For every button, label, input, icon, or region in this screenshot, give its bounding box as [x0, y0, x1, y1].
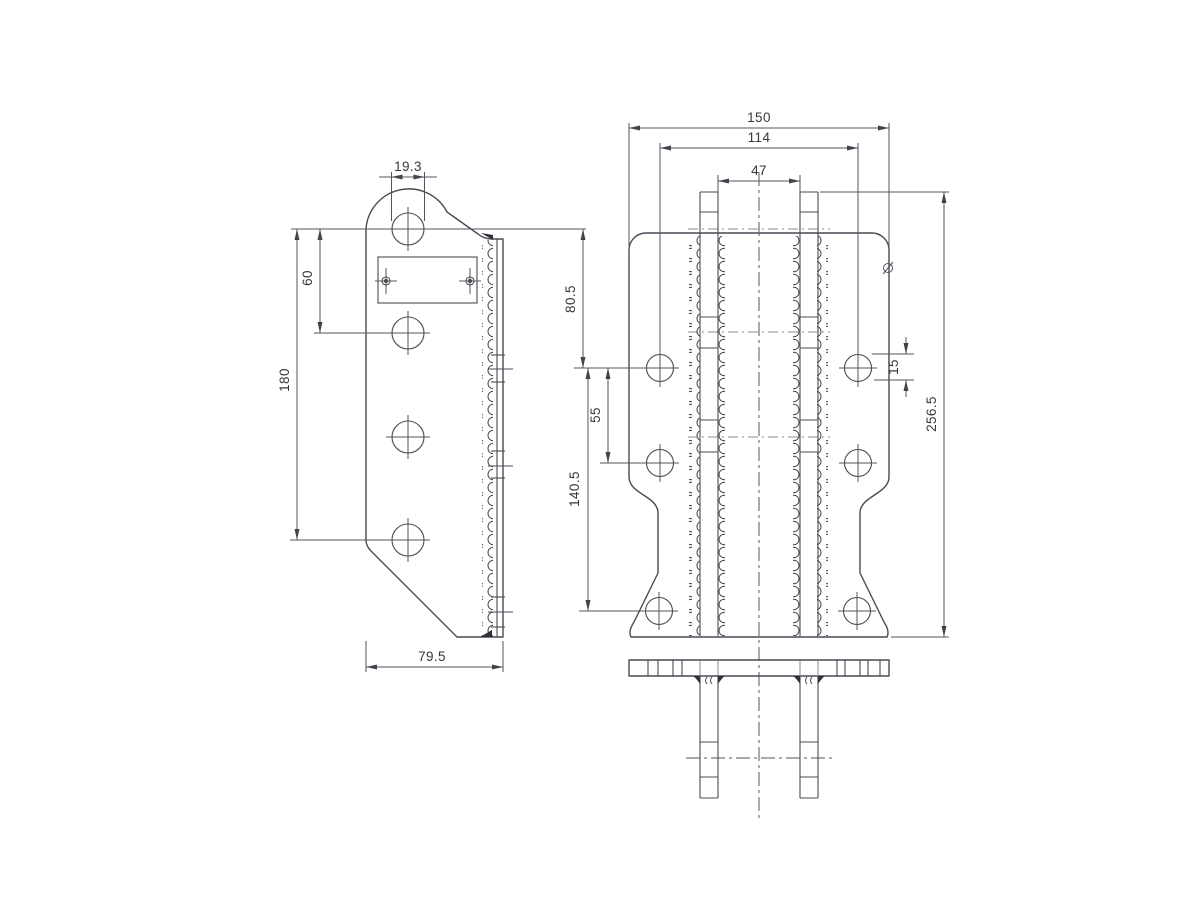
dim-hole-edge-offset: 15 [872, 337, 914, 397]
edge-marker [882, 261, 894, 275]
dim-hole-to-bottom: 140.5 [567, 368, 646, 612]
side-view-dimensions: 19.3 60 180 79.5 [277, 159, 586, 672]
dim-top-to-hole-label: 80.5 [563, 285, 578, 313]
dim-plate-width: 79.5 [365, 641, 504, 672]
dim-tab-hole-width: 19.3 [379, 159, 437, 221]
dim-hole-edge-offset-label: 15 [886, 359, 901, 375]
thread-serration [717, 236, 728, 636]
dim-rod-span: 47 [717, 163, 801, 192]
bottom-view [628, 659, 890, 799]
weld-fillets [693, 676, 825, 685]
dim-overall-width-label: 150 [747, 110, 771, 125]
serration-tick-marks [488, 354, 513, 628]
front-view-outline [628, 232, 890, 638]
dim-hole-to-bottom-label: 140.5 [567, 471, 582, 507]
threaded-rods [689, 233, 828, 636]
bar-end-ticks [647, 660, 881, 676]
hole-center-marks [640, 349, 877, 630]
rod-segment-ticks [700, 316, 818, 453]
dim-hole-center-span: 114 [659, 130, 859, 352]
weld-marks [480, 233, 493, 637]
dim-hole-span-label: 180 [277, 368, 292, 392]
dim-overall-height: 256.5 [820, 191, 949, 638]
dim-rod-span-label: 47 [751, 163, 767, 178]
dim-tab-hole-width-label: 19.3 [394, 159, 422, 174]
thread-serration [790, 236, 801, 636]
thread-serration [482, 240, 493, 637]
dim-hole-span: 180 [277, 229, 392, 541]
dim-hole-spacing-label: 55 [588, 407, 603, 423]
front-view [628, 172, 894, 820]
dim-overall-width: 150 [628, 110, 890, 249]
rect-cutout [377, 256, 478, 304]
dim-upper-hole-spacing-label: 60 [300, 270, 315, 286]
bolt-holes [391, 212, 425, 557]
thread-serration [817, 236, 828, 636]
thread-serration [689, 236, 700, 636]
dim-upper-hole-spacing: 60 [300, 229, 392, 334]
rod-through-bar-lines [699, 661, 819, 675]
cutout-holes [375, 268, 481, 294]
dim-top-to-hole: 80.5 [563, 229, 647, 369]
base-bar [628, 659, 890, 677]
stud-tops [699, 191, 819, 233]
dim-hole-center-span-label: 114 [748, 130, 771, 145]
studs-below [699, 676, 819, 799]
side-view [365, 188, 513, 638]
side-view-outline [365, 188, 504, 638]
dim-overall-height-label: 256.5 [924, 396, 939, 432]
dim-plate-width-label: 79.5 [418, 649, 446, 664]
front-view-dimensions: 150 114 47 80.5 55 [563, 110, 949, 638]
dim-hole-spacing: 55 [588, 368, 647, 464]
hole-center-marks [386, 207, 430, 562]
